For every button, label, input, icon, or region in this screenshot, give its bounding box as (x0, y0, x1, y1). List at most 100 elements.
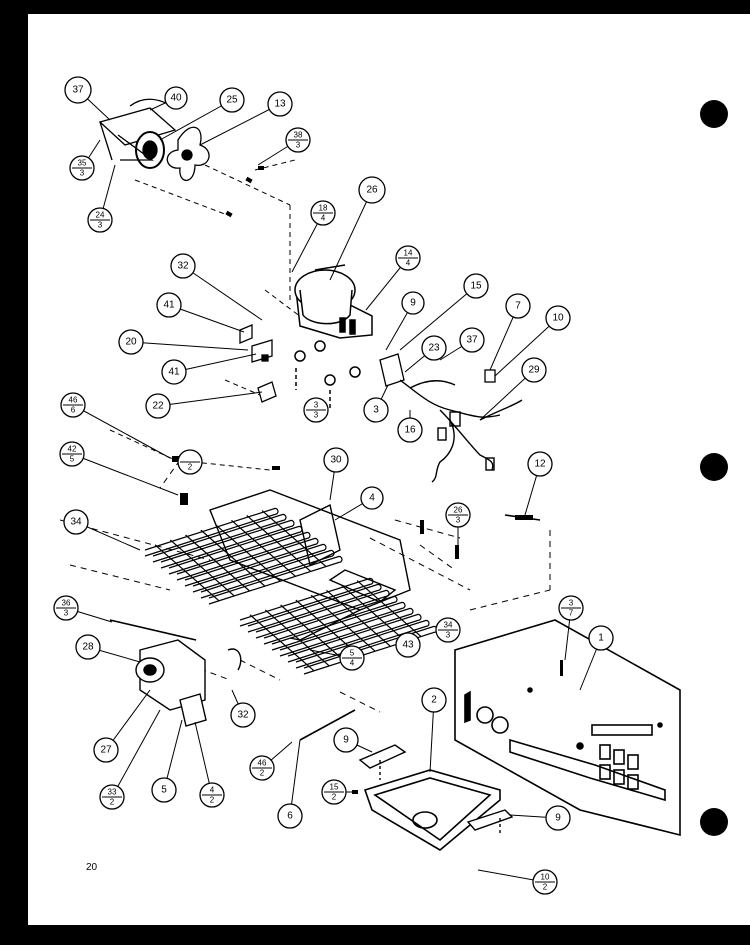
fraction-callout-f36: 363 (53, 595, 79, 621)
coil-tube (279, 607, 414, 657)
callout-circle (118, 329, 144, 355)
callout-circle (277, 803, 303, 829)
fraction-top: 36 (62, 599, 71, 608)
fraction-top: 33 (108, 788, 117, 797)
callout-label: 26 (366, 185, 378, 196)
leader-line (289, 739, 301, 817)
fraction-callouts: 3532433831841444664253323632635434337462… (53, 127, 584, 895)
callout-label: 34 (70, 517, 82, 528)
callout-label: 22 (152, 401, 164, 412)
callout-c25: 25 (219, 87, 245, 113)
fraction-bottom: 2 (110, 798, 115, 807)
fraction-bottom: 2 (210, 796, 215, 805)
callout-c22: 22 (145, 393, 171, 419)
fraction-top: 4 (210, 786, 215, 795)
fraction-bottom: 3 (446, 631, 451, 640)
condenser-coil-right (239, 577, 438, 675)
callout-c13: 13 (267, 91, 293, 117)
coil-tube (239, 577, 374, 627)
fraction-callout-f46b: 462 (249, 755, 275, 781)
callout-c1: 1 (588, 625, 614, 651)
coil-fin (310, 594, 376, 652)
callout-circle (545, 805, 571, 831)
coil-tube (168, 525, 303, 575)
fraction-top: 15 (330, 783, 339, 792)
callout-label: 40 (170, 93, 182, 104)
callout-label: 16 (404, 425, 416, 436)
fraction-callout-f15: 152 (321, 779, 347, 805)
callout-label: 25 (226, 95, 238, 106)
callout-circle (219, 87, 245, 113)
callout-label: 13 (274, 99, 286, 110)
callout-circle (64, 76, 92, 104)
callout-c37a: 37 (64, 76, 92, 104)
callout-circle (230, 702, 256, 728)
callout-label: 9 (555, 813, 561, 824)
callout-c3: 3 (363, 397, 389, 423)
fraction-bottom: 3 (456, 516, 461, 525)
relay-brackets (239, 324, 496, 403)
callout-c30: 30 (323, 447, 349, 473)
coil-tube (192, 543, 327, 593)
fraction-top: 46 (258, 759, 267, 768)
fraction-callout-f24: 243 (87, 207, 113, 233)
coil-tube (255, 589, 390, 639)
callout-label: 1 (598, 633, 604, 644)
coil-fin (154, 544, 220, 602)
fastener-lines (109, 159, 306, 471)
fraction-callout-f35: 353 (69, 155, 95, 181)
fraction-top: 3 (569, 599, 574, 608)
fraction-bottom: 2 (543, 883, 548, 892)
drain-pan (363, 769, 501, 851)
thermostat-bracket (135, 639, 242, 727)
leader-line (72, 404, 171, 459)
callout-label: 28 (82, 642, 94, 653)
fraction-bottom: 7 (569, 609, 574, 618)
callout-label: 30 (330, 455, 342, 466)
callout-label: 20 (125, 337, 137, 348)
callout-label: 29 (528, 365, 540, 376)
coil-tube (200, 549, 335, 599)
callout-c34: 34 (63, 509, 89, 535)
screws (172, 166, 280, 470)
fraction-bottom: 3 (80, 169, 85, 178)
callout-circle (170, 253, 196, 279)
callout-circle (527, 451, 553, 477)
leader-line (199, 103, 281, 146)
callout-label: 10 (552, 313, 564, 324)
leader-line (168, 304, 245, 333)
callout-c29: 29 (521, 357, 547, 383)
callout-label: 9 (343, 735, 349, 746)
fraction-bottom: 4 (321, 214, 326, 223)
callout-c37b: 37 (459, 327, 485, 353)
fraction-callout-f3b: 37 (558, 595, 584, 621)
button-grid (591, 724, 653, 790)
callout-c32b: 32 (230, 702, 256, 728)
leader-line (111, 709, 161, 798)
fraction-callout-f18: 184 (310, 200, 336, 226)
callout-c32a: 32 (170, 253, 196, 279)
callout-label: 15 (470, 281, 482, 292)
fraction-bottom: 4 (350, 659, 355, 668)
callout-label: 43 (402, 640, 414, 651)
fraction-top: 35 (78, 159, 87, 168)
coil-fin (261, 510, 327, 567)
condenser-coil-left (144, 507, 343, 605)
coil-tube (208, 555, 343, 605)
callout-label: 3 (373, 405, 379, 416)
callout-circle (588, 625, 614, 651)
fraction-callout-f5: 54 (339, 645, 365, 671)
callout-label: 9 (410, 298, 416, 309)
leader-line (399, 285, 477, 351)
callout-label: 12 (534, 459, 546, 470)
coil-tube (295, 619, 430, 669)
callout-c26: 26 (358, 176, 386, 204)
callout-label: 4 (369, 493, 375, 504)
leader-line (157, 391, 263, 407)
callout-label: 6 (287, 811, 293, 822)
coil-fin (264, 609, 330, 667)
fraction-bottom: 3 (98, 221, 103, 230)
fraction-top: 42 (68, 445, 77, 454)
callout-circle (421, 335, 447, 361)
callout-c40: 40 (164, 86, 188, 110)
